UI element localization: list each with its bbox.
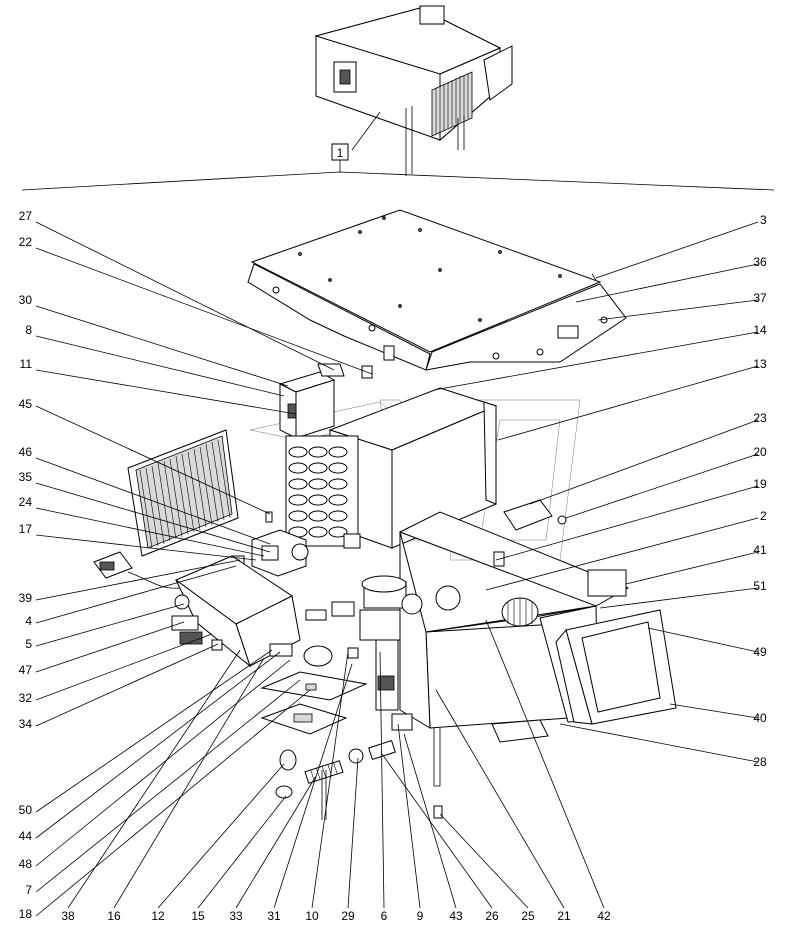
callout-45: 45 xyxy=(19,397,33,411)
callout-40: 40 xyxy=(753,711,767,725)
callout-16: 16 xyxy=(107,909,121,923)
explosion-bracket xyxy=(21,171,775,191)
gasket-slot-lower xyxy=(293,713,313,723)
hose-clamp xyxy=(348,748,364,764)
callout-18: 18 xyxy=(19,907,33,921)
callout-48: 48 xyxy=(19,857,33,871)
callout-46: 46 xyxy=(19,445,33,459)
grommet-part xyxy=(383,345,395,361)
callout-3: 3 xyxy=(760,213,767,227)
callout-24: 24 xyxy=(19,495,33,509)
callout-21: 21 xyxy=(557,909,571,923)
callout-34: 34 xyxy=(19,717,33,731)
callout-22: 22 xyxy=(19,235,33,249)
callout-15: 15 xyxy=(191,909,205,923)
callout-29: 29 xyxy=(341,909,355,923)
callout-19: 19 xyxy=(753,477,767,491)
mounting-bracket xyxy=(278,363,345,439)
callout-35: 35 xyxy=(19,470,33,484)
callout-25: 25 xyxy=(521,909,535,923)
callout-12: 12 xyxy=(151,909,165,923)
air-filter xyxy=(127,429,239,557)
assembly-ref-label: 1 xyxy=(337,146,344,160)
outlet-frame xyxy=(555,609,677,725)
drain-valve xyxy=(433,805,443,819)
callout-39: 39 xyxy=(19,591,33,605)
callout-5: 5 xyxy=(25,637,32,651)
heater-core-coils xyxy=(285,435,361,549)
leader-line xyxy=(351,111,381,151)
callout-27: 27 xyxy=(19,209,33,223)
callout-49: 49 xyxy=(753,645,767,659)
central-motor-pump xyxy=(269,575,423,731)
callout-44: 44 xyxy=(19,829,33,843)
lower-duct-assembly xyxy=(171,555,301,668)
callout-50: 50 xyxy=(19,803,33,817)
callout-41: 41 xyxy=(753,543,767,557)
callout-38: 38 xyxy=(61,909,75,923)
callout-26: 26 xyxy=(485,909,499,923)
callout-7: 7 xyxy=(25,883,32,897)
control-switch xyxy=(93,551,181,589)
mounting-nut xyxy=(557,515,567,525)
callout-13: 13 xyxy=(753,357,767,371)
callout-36: 36 xyxy=(753,255,767,269)
callout-23: 23 xyxy=(753,411,767,425)
fitting-cap xyxy=(279,749,297,771)
callout-37: 37 xyxy=(753,291,767,305)
callout-labels: 27 22 30 8 11 45 46 35 24 17 39 4 5 47 3… xyxy=(19,209,767,923)
callout-47: 47 xyxy=(19,663,33,677)
callout-6: 6 xyxy=(381,909,388,923)
fitting-plug xyxy=(275,785,293,799)
callout-28: 28 xyxy=(753,755,767,769)
callout-43: 43 xyxy=(449,909,463,923)
callout-2: 2 xyxy=(760,509,767,523)
callout-10: 10 xyxy=(305,909,319,923)
callout-30: 30 xyxy=(19,293,33,307)
callout-11: 11 xyxy=(20,357,33,371)
callout-42: 42 xyxy=(597,909,611,923)
callout-51: 51 xyxy=(753,579,767,593)
callout-4: 4 xyxy=(25,614,32,628)
callout-lines xyxy=(35,221,759,917)
callout-14: 14 xyxy=(753,323,767,337)
callout-8: 8 xyxy=(25,323,32,337)
callout-17: 17 xyxy=(19,522,33,536)
callout-32: 32 xyxy=(19,691,33,705)
assembled-heater-unit xyxy=(314,5,513,176)
top-cover-plate xyxy=(247,209,627,371)
callout-9: 9 xyxy=(417,909,424,923)
heat-shield-plate xyxy=(503,499,553,531)
hose-connector xyxy=(304,760,344,784)
hose-elbow xyxy=(368,739,396,761)
callout-31: 31 xyxy=(267,909,281,923)
gasket-slot xyxy=(305,683,317,691)
callout-20: 20 xyxy=(753,445,767,459)
callout-33: 33 xyxy=(229,909,243,923)
